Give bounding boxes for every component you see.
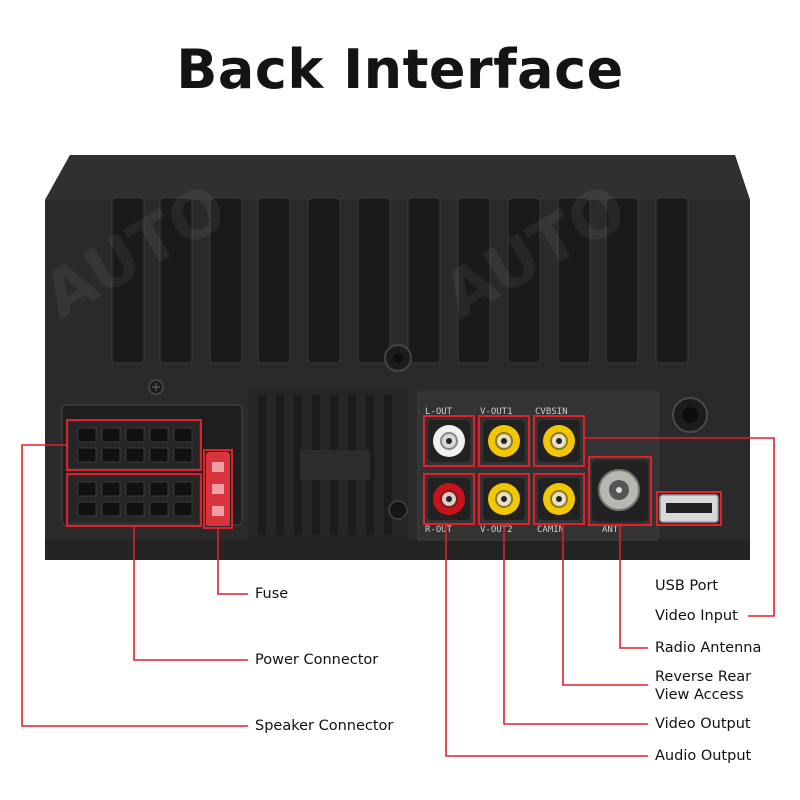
- ant-text: ANT: [602, 525, 619, 535]
- reverse-rear-leader: [562, 524, 648, 686]
- r-out-text: R-OUT: [425, 525, 453, 535]
- l-out-highlight: [423, 415, 475, 467]
- speaker-leader: [21, 444, 248, 727]
- radio-antenna-label: Radio Antenna: [655, 640, 762, 656]
- audio-output-leader: [445, 524, 648, 757]
- leader-lines: [21, 437, 775, 757]
- v-out1-text: V-OUT1: [480, 407, 513, 417]
- cvbs-in-text: CVBSIN: [535, 407, 568, 417]
- cam-in-text: CAMIN: [537, 525, 564, 535]
- l-out-text: L-OUT: [425, 407, 453, 417]
- fuse-label: Fuse: [255, 586, 289, 602]
- video-output-leader: [503, 524, 648, 725]
- v-out2-text: V-OUT2: [480, 525, 513, 535]
- video-input-leader: [584, 437, 775, 617]
- vent-grille: [248, 390, 408, 540]
- right-screw-hole: [672, 397, 708, 433]
- radio-antenna-leader: [619, 525, 648, 649]
- r-out-highlight: [423, 473, 475, 525]
- rca-cam-in-jack[interactable]: [538, 478, 580, 520]
- usb-port-label: USB Port: [655, 578, 719, 594]
- usb-highlight: [656, 491, 722, 526]
- rca-l-out-jack[interactable]: [428, 420, 470, 462]
- cvbs-in-highlight: [533, 415, 585, 467]
- panel-silkscreen: L-OUT V-OUT1 CVBSIN R-OUT V-OUT2 CAMIN A…: [425, 407, 619, 535]
- rca-cvbs-in-jack[interactable]: [538, 420, 580, 462]
- reverse-rear-label-line2: View Access: [655, 687, 744, 703]
- speaker-connector[interactable]: [67, 420, 201, 470]
- video-input-label: Video Input: [655, 608, 738, 624]
- rca-r-out-jack[interactable]: [428, 478, 470, 520]
- power-connector-label: Power Connector: [255, 652, 379, 668]
- page-title: Back Interface: [176, 38, 624, 101]
- rca-v-out2-jack[interactable]: [483, 478, 525, 520]
- fuse-leader: [217, 528, 248, 595]
- callout-boxes: [66, 415, 722, 529]
- rca-v-out1-jack[interactable]: [483, 420, 525, 462]
- antenna-jack[interactable]: [592, 460, 648, 522]
- power-connector[interactable]: [67, 474, 201, 524]
- grille-screw: [388, 500, 408, 520]
- top-left-screw: [148, 379, 164, 395]
- usb-port[interactable]: [659, 494, 719, 523]
- power-leader: [133, 526, 248, 661]
- audio-output-label: Audio Output: [655, 748, 752, 764]
- video-output-label: Video Output: [655, 716, 751, 732]
- heat-sink-fins: [111, 197, 689, 364]
- speaker-connector-label: Speaker Connector: [255, 718, 394, 734]
- center-screw: [384, 344, 412, 372]
- fuse[interactable]: [206, 452, 230, 526]
- cam-in-highlight: [533, 473, 585, 525]
- v-out1-highlight: [478, 415, 530, 467]
- reverse-rear-label-line1: Reverse Rear: [655, 669, 752, 685]
